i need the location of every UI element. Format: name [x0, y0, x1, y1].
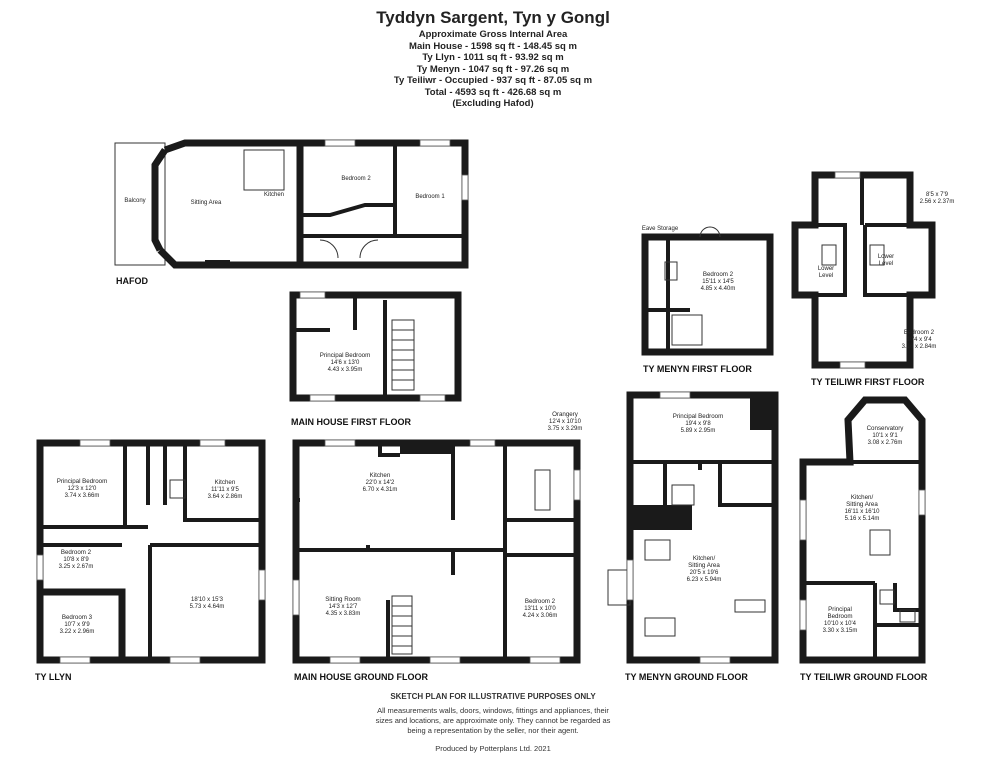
room-label: Bedroom 2	[61, 549, 92, 556]
floor-caption: MAIN HOUSE FIRST FLOOR	[291, 417, 411, 427]
page-title: Tyddyn Sargent, Tyn y Gongl	[376, 8, 610, 27]
room-dims: 14'6 x 13'0	[331, 360, 360, 366]
room-label: Orangery	[552, 411, 579, 418]
room-dims: 4.24 x 3.06m	[523, 613, 558, 619]
room-label: Bedroom 2	[703, 271, 734, 278]
room-dims: 18'10 x 15'3	[191, 597, 224, 603]
room-label: Principal Bedroom	[320, 352, 371, 359]
floor-caption: TY TEILIWR FIRST FLOOR	[811, 377, 925, 387]
area-line: (Excluding Hafod)	[452, 98, 534, 109]
room-label: Bedroom 2	[525, 598, 556, 605]
area-line: Approximate Gross Internal Area	[418, 29, 568, 40]
room-label: Lower	[818, 266, 834, 272]
room-dims: 12'3 x 12'0	[68, 486, 97, 492]
room-dims: 10'8 x 8'9	[63, 557, 89, 563]
room-dims: 3.74 x 3.66m	[65, 493, 100, 499]
room-label: Principal	[828, 606, 852, 613]
ty-teiliwr-ground-plan	[799, 396, 926, 664]
room-dims: 4.43 x 3.95m	[328, 367, 363, 373]
floor-caption: MAIN HOUSE GROUND FLOOR	[294, 672, 428, 682]
ty-menyn-first-plan	[641, 226, 774, 356]
room-dims: 5.73 x 4.64m	[190, 604, 225, 610]
room-dims: 8'5 x 7'9	[926, 192, 949, 198]
room-label: Balcony	[124, 198, 145, 204]
room-dims: 14'3 x 12'7	[329, 604, 358, 610]
floor-caption: TY MENYN FIRST FLOOR	[643, 364, 752, 374]
disclaimer-line: sizes and locations, are approximate onl…	[375, 716, 611, 725]
room-label: Conservatory	[867, 425, 905, 432]
area-line: Ty Llyn - 1011 sq ft - 93.92 sq m	[422, 52, 564, 63]
room-label: Level	[879, 261, 893, 267]
room-dims: 3.64 x 2.86m	[208, 494, 243, 500]
ty-menyn-ground-plan	[607, 391, 779, 664]
room-label: Sitting Room	[325, 596, 360, 603]
room-dims: 5.16 x 5.14m	[845, 516, 880, 522]
room-label: Sitting Area	[191, 200, 222, 206]
room-dims: 10'7 x 9'9	[64, 622, 90, 628]
room-dims: 10'1 x 9'1	[872, 433, 898, 439]
room-label: Principal Bedroom	[673, 413, 724, 420]
room-dims: 2.56 x 2.37m	[920, 199, 955, 205]
room-dims: 3.25 x 2.67m	[59, 564, 94, 570]
room-label: Bedroom 2	[341, 176, 371, 182]
room-label: Kitchen/	[693, 555, 716, 562]
room-label: Bedroom 3	[62, 614, 93, 621]
room-dims: 19'4 x 9'8	[685, 421, 711, 427]
area-line: Main House - 1598 sq ft - 148.45 sq m	[409, 40, 577, 52]
floor-caption: TY TEILIWR GROUND FLOOR	[800, 672, 928, 682]
room-dims: 6.23 x 5.94m	[687, 577, 722, 583]
disclaimer-line: being a representation by the seller, no…	[407, 726, 579, 735]
room-label: Bedroom 2	[904, 329, 935, 336]
room-label: Kitchen	[215, 479, 236, 486]
room-dims: 4.85 x 4.40m	[701, 286, 736, 292]
floor-caption: HAFOD	[116, 276, 148, 286]
area-line: Ty Teiliwr - Occupied - 937 sq ft - 87.0…	[393, 75, 593, 86]
room-dims: 15'11 x 14'5	[702, 279, 734, 285]
floor-caption: TY LLYN	[35, 672, 72, 682]
room-dims: 10'10 x 10'4	[824, 621, 857, 627]
area-line: Total - 4593 sq ft - 426.68 sq m	[424, 86, 562, 98]
room-dims: 3.08 x 2.76m	[868, 440, 903, 446]
room-label: Level	[819, 273, 833, 279]
room-dims: 4.35 x 3.83m	[326, 611, 361, 617]
room-dims: 5.89 x 2.95m	[681, 428, 716, 434]
ty-llyn-plan	[36, 439, 266, 664]
main-first-plan	[289, 291, 462, 402]
room-dims: 3.16 x 2.84m	[902, 344, 937, 350]
room-label: Eave Storage	[642, 226, 679, 232]
hafod-plan	[114, 139, 469, 269]
room-dims: 6.70 x 4.31m	[363, 487, 398, 493]
room-label: Principal Bedroom	[57, 478, 108, 485]
sketch-notice: SKETCH PLAN FOR ILLUSTRATIVE PURPOSES ON…	[390, 692, 596, 701]
room-dims: 3.75 x 3.29m	[548, 426, 583, 432]
produced-by: Produced by Potterplans Ltd. 2021	[435, 744, 551, 753]
floor-caption: TY MENYN GROUND FLOOR	[625, 672, 748, 682]
room-dims: 13'11 x 10'0	[524, 606, 556, 612]
room-label: Sitting Area	[846, 501, 878, 508]
main-ground-plan	[292, 439, 581, 664]
room-dims: 22'0 x 14'2	[366, 480, 395, 486]
room-dims: 11'11 x 9'5	[211, 487, 239, 493]
room-label: Bedroom	[827, 613, 852, 620]
disclaimer-line: All measurements walls, doors, windows, …	[377, 706, 609, 715]
room-dims: 12'4 x 10'10	[549, 419, 582, 425]
room-label: Kitchen/	[851, 494, 874, 501]
area-line: Ty Menyn - 1047 sq ft - 97.26 sq m	[416, 63, 570, 75]
room-label: Lower	[878, 254, 894, 260]
room-dims: 16'11 x 16'10	[845, 509, 881, 515]
room-label: Kitchen	[370, 472, 391, 479]
ty-teiliwr-first-plan	[791, 171, 936, 369]
room-dims: 20'5 x 19'6	[690, 570, 719, 576]
room-label: Kitchen	[264, 192, 284, 198]
room-dims: 3.30 x 3.15m	[823, 628, 858, 634]
room-dims: 10'4 x 9'4	[906, 337, 932, 343]
room-label: Bedroom 1	[415, 194, 445, 200]
room-dims: 3.22 x 2.96m	[60, 629, 95, 635]
room-label: Sitting Area	[688, 562, 720, 569]
